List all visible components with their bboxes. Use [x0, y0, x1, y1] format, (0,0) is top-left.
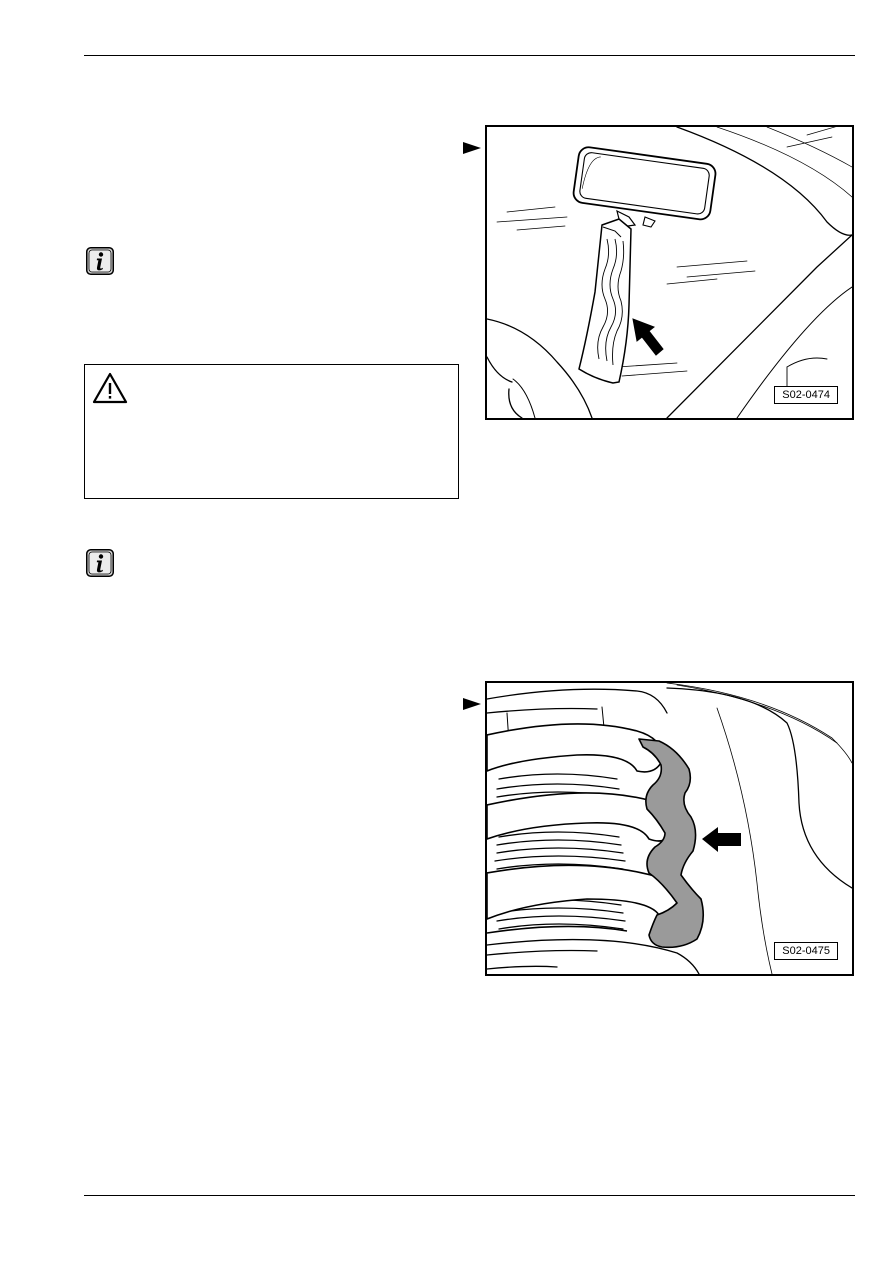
header-rule — [84, 55, 855, 56]
direction-arrow-icon — [632, 318, 664, 356]
figure-label: S02-0474 — [774, 386, 838, 404]
info-icon — [86, 549, 114, 577]
info-icon — [86, 247, 114, 275]
coil-spring-with-protective-sleeve-illustration — [487, 683, 852, 974]
figure-coil-spring: S02-0475 — [485, 681, 854, 976]
footer-rule — [84, 1195, 855, 1196]
arrow-pointer-icon — [462, 697, 482, 711]
rearview-mirror-with-release-tool-illustration — [487, 127, 852, 418]
direction-arrow-icon — [702, 827, 741, 852]
figure-label: S02-0475 — [774, 942, 838, 960]
warning-box — [84, 364, 459, 499]
warning-triangle-icon — [92, 372, 128, 404]
figure-rearview-mirror: S02-0474 — [485, 125, 854, 420]
arrow-pointer-icon — [462, 141, 482, 155]
